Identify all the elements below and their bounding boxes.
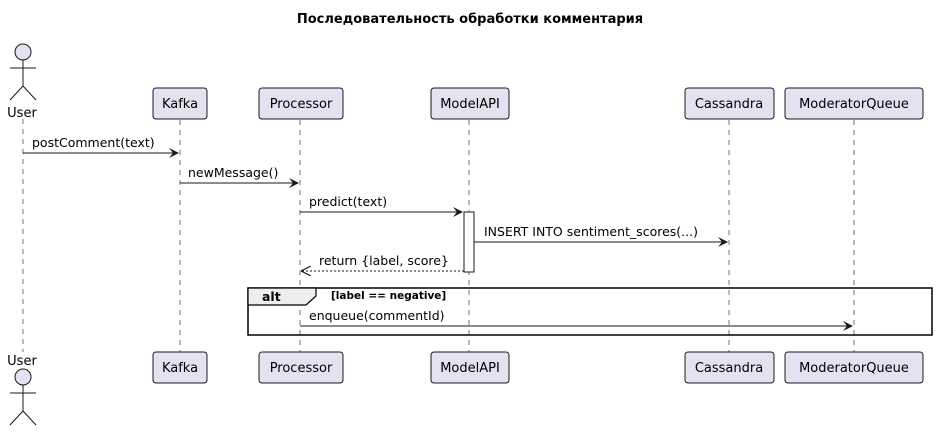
- alt-keyword: alt: [262, 289, 281, 304]
- participant-processor-bottom-label: Processor: [270, 361, 333, 376]
- message-label-predict: predict(text): [309, 194, 387, 209]
- lifelines: [22, 119, 855, 352]
- participant-cassandra-bottom-box: [684, 351, 775, 384]
- activation-bar-modelapi: [463, 211, 475, 273]
- alt-guard: [label == negative]: [331, 290, 446, 302]
- participant-cassandra-top-label: Cassandra: [695, 97, 763, 112]
- participants-top: User Kafka Processor ModelAPI Cassandra …: [7, 43, 924, 121]
- participant-cassandra-bottom-label: Cassandra: [695, 361, 763, 376]
- participant-moderatorqueue-bottom-box: [784, 351, 924, 384]
- alt-fragment: alt [label == negative]: [247, 287, 933, 336]
- participant-cassandra-top-box: [684, 87, 775, 120]
- actor-user-bottom-label: User: [7, 354, 37, 369]
- participant-processor-top-box: [258, 87, 344, 120]
- participant-modelapi-bottom-label: ModelAPI: [440, 361, 500, 376]
- participant-processor-top-label: Processor: [270, 97, 333, 112]
- actor-user-top-right-leg: [22, 85, 37, 101]
- message-label-post-comment: postComment(text): [32, 135, 155, 150]
- actor-user-bottom-left-leg: [9, 410, 24, 426]
- participant-kafka-bottom-box: [152, 351, 208, 384]
- actor-user-bottom-right-leg: [22, 410, 37, 426]
- actor-user-top: User: [7, 43, 37, 121]
- message-label-new-message: newMessage(): [188, 165, 278, 180]
- participant-kafka-bottom-label: Kafka: [162, 361, 198, 376]
- alt-fragment-frame: [247, 287, 933, 336]
- actor-user-top-left-leg: [9, 85, 24, 101]
- participants-bottom: User Kafka Processor ModelAPI Cassandra …: [7, 351, 924, 426]
- actor-user-bottom: User: [7, 354, 37, 426]
- actor-user-bottom-head: [14, 368, 32, 386]
- participant-moderatorqueue-top-label: ModeratorQueue: [799, 97, 909, 112]
- message-label-return: return {label, score}: [319, 253, 449, 268]
- alt-fragment-tab: [247, 287, 317, 306]
- actor-user-top-label: User: [7, 106, 37, 121]
- message-label-enqueue: enqueue(commentId): [309, 308, 445, 323]
- participant-processor-bottom-box: [258, 351, 344, 384]
- participant-moderatorqueue-bottom-label: ModeratorQueue: [799, 361, 909, 376]
- diagram-title: Последовательность обработки комментария: [297, 12, 643, 27]
- message-label-insert: INSERT INTO sentiment_scores(...): [484, 224, 698, 239]
- actor-user-top-head: [14, 43, 32, 61]
- participant-modelapi-top-label: ModelAPI: [440, 97, 500, 112]
- participant-kafka-top-label: Kafka: [162, 97, 198, 112]
- participant-modelapi-bottom-box: [430, 351, 510, 384]
- messages: postComment(text) newMessage() predict(t…: [23, 135, 853, 331]
- participant-modelapi-top-box: [430, 87, 510, 120]
- participant-kafka-top-box: [152, 87, 208, 120]
- participant-moderatorqueue-top-box: [784, 87, 924, 120]
